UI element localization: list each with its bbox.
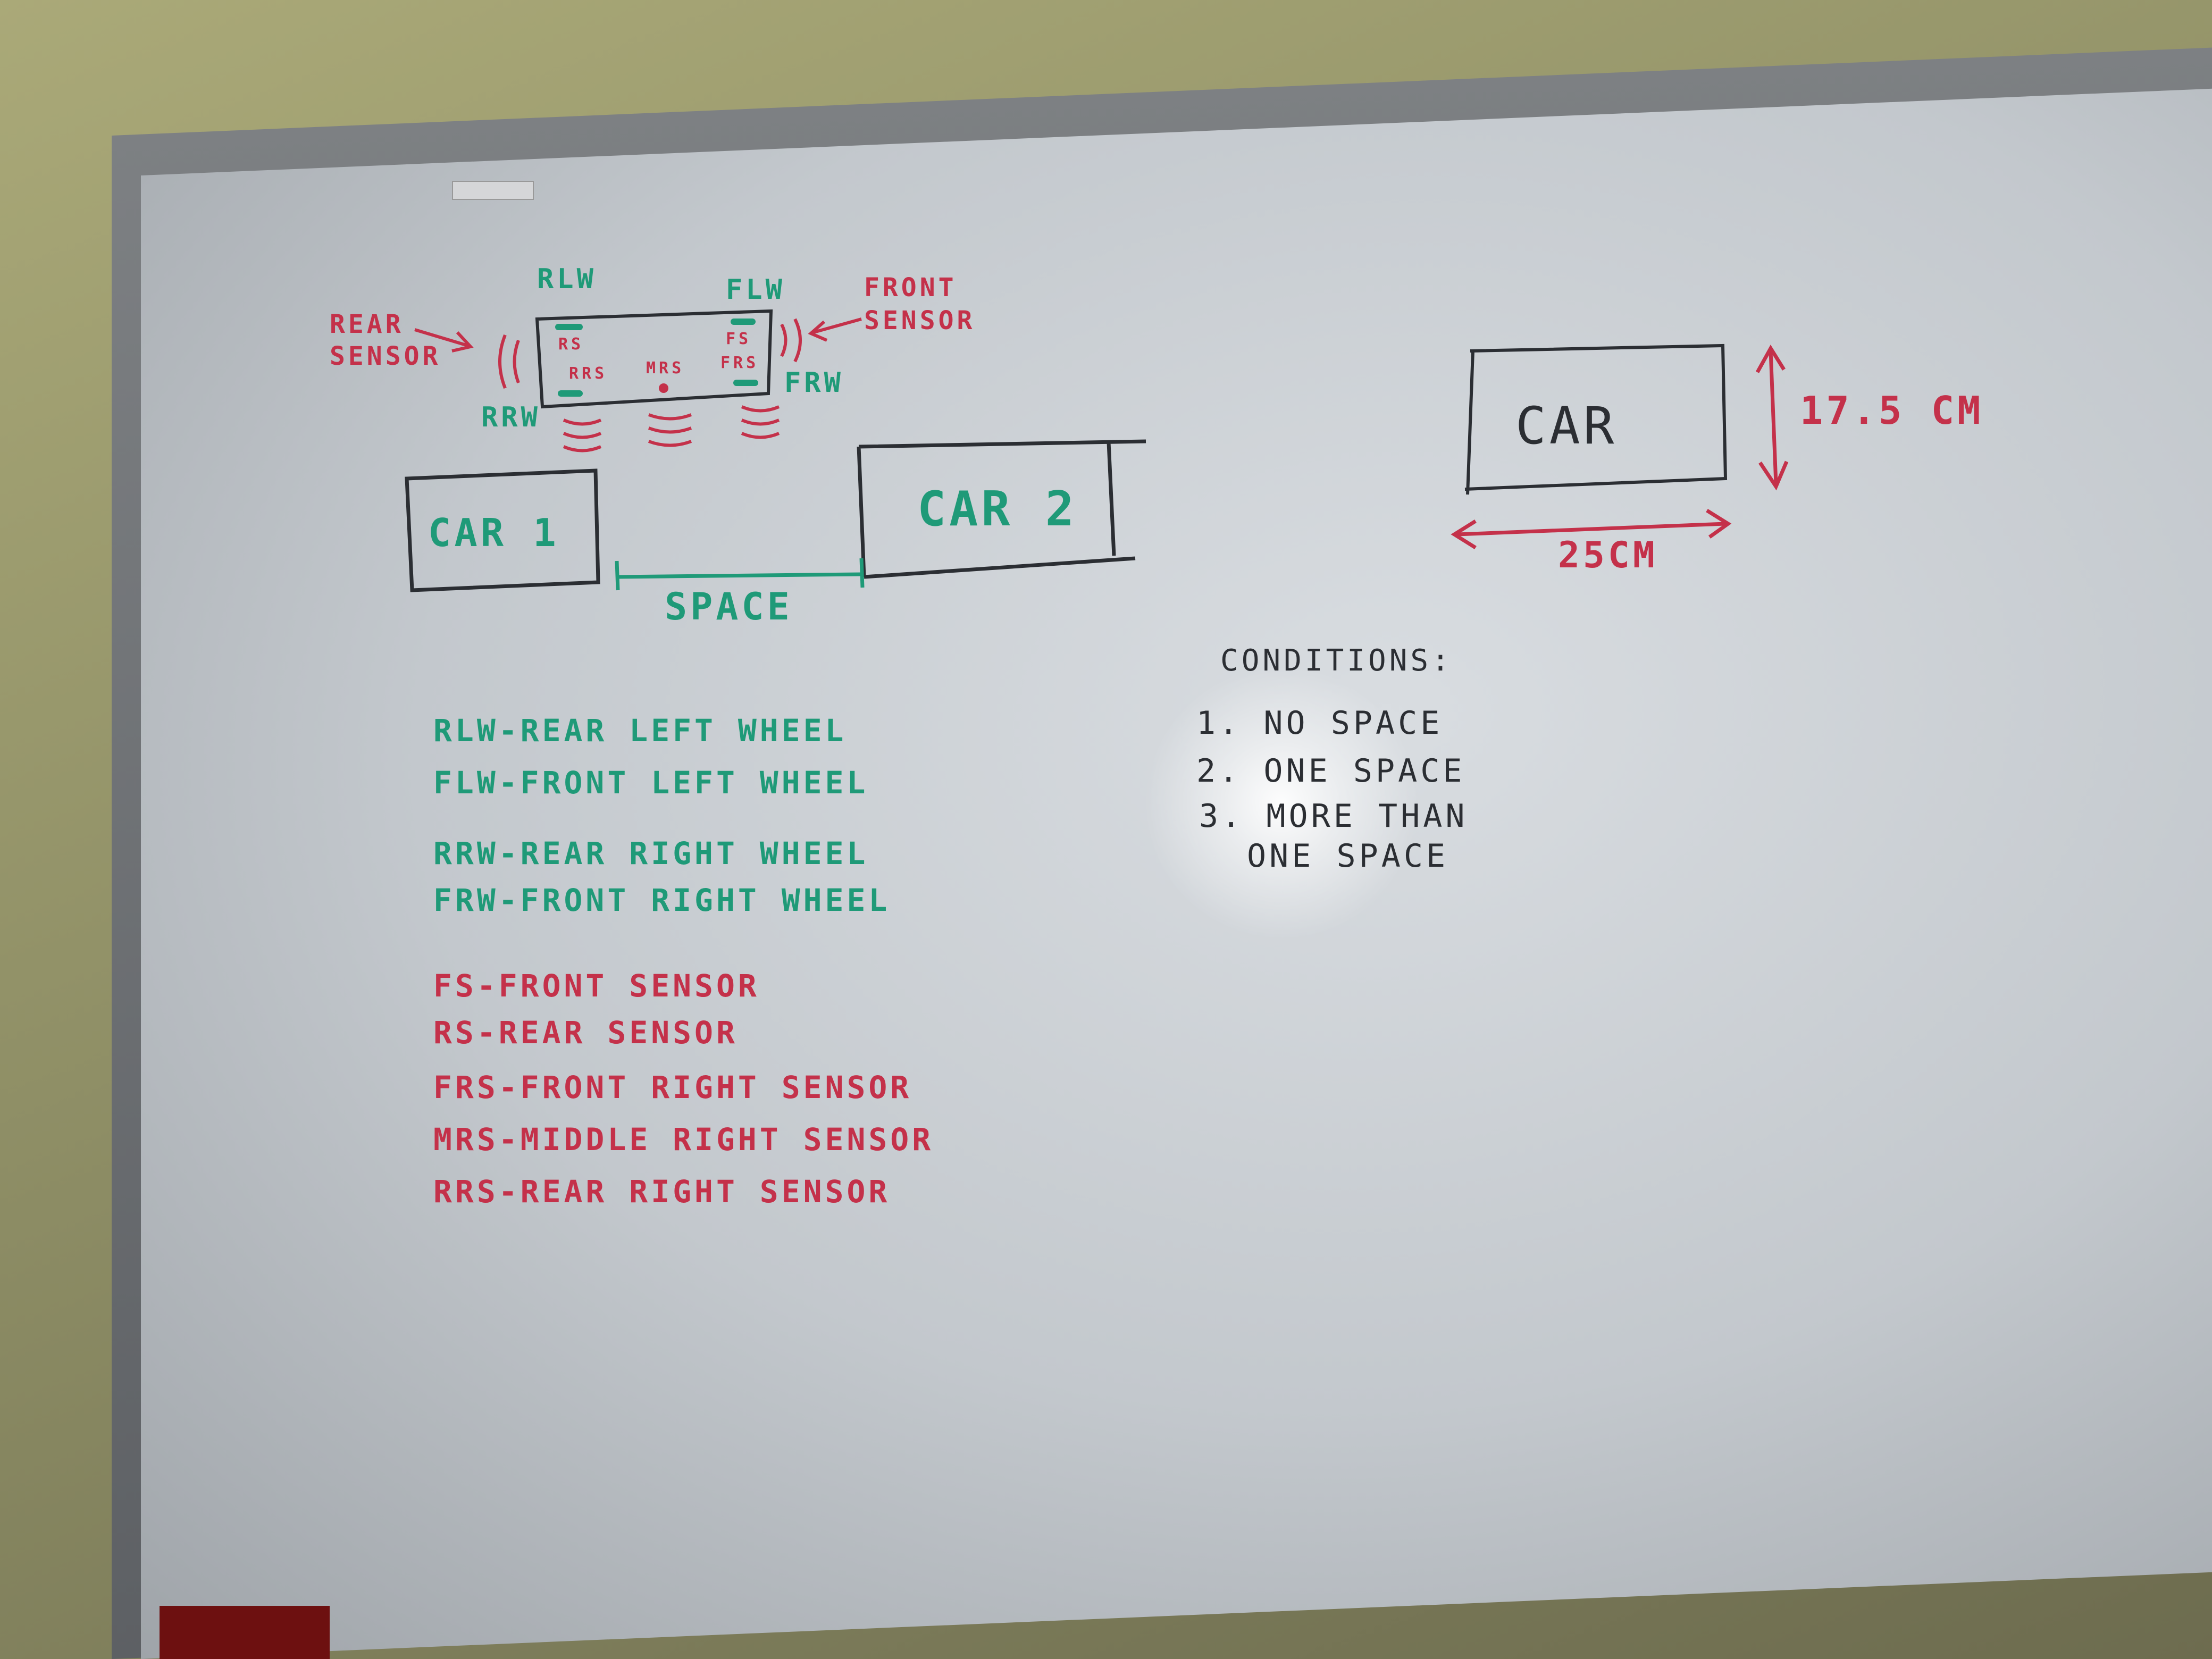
car2-box [857, 439, 1146, 579]
sensor-car-diagram [535, 309, 773, 409]
frame-clip [452, 181, 534, 200]
light-glare [1143, 665, 1420, 941]
front-sensor-label: FRONT SENSOR [864, 273, 976, 336]
sensor-car-body [535, 309, 773, 409]
condition-item: 1. NO SPACE [1196, 705, 1443, 742]
conditions-block: CONDITIONS: 1. NO SPACE 2. ONE SPACE 3. … [1196, 643, 1465, 875]
red-object [160, 1606, 330, 1659]
rrw-label: RRW [481, 401, 541, 433]
height-dimension-label: 17.5 CM [1800, 388, 1984, 433]
dimension-car-label: CAR [1515, 396, 1618, 456]
sensor-waves [498, 318, 802, 453]
space-label: SPACE [665, 585, 793, 629]
rear-sensor-label: REAR SENSOR [330, 309, 441, 371]
car1-box [405, 468, 600, 592]
rs-label: RS [558, 335, 584, 354]
rrs-label: RRS [569, 364, 608, 383]
frw-label: FRW [784, 367, 844, 399]
fs-label: FS [726, 330, 752, 348]
condition-item: 3. MORE THAN [1199, 798, 1468, 835]
legend-line: MRS-MIDDLE RIGHT SENSOR [433, 1121, 934, 1158]
legend-line: FRW-FRONT RIGHT WHEEL [433, 882, 891, 918]
car1-label: CAR 1 [428, 510, 559, 555]
frs-label: FRS [720, 354, 759, 372]
dimension-car-box [1464, 343, 1728, 495]
wheel-legend: RLW-REAR LEFT WHEEL FLW-FRONT LEFT WHEEL… [433, 713, 890, 918]
legend-line: RS-REAR SENSOR [433, 1015, 738, 1051]
condition-item: ONE SPACE [1247, 837, 1449, 875]
legend-line: RRW-REAR RIGHT WHEEL [433, 835, 869, 872]
car2-label: CAR 2 [917, 481, 1077, 537]
legend-line: RLW-REAR LEFT WHEEL [433, 713, 847, 749]
length-dimension-label: 25CM [1558, 534, 1658, 576]
legend-line: FS-FRONT SENSOR [433, 968, 760, 1004]
rlw-label: RLW [537, 263, 597, 295]
condition-item: 2. ONE SPACE [1196, 752, 1465, 790]
mrs-dot [659, 383, 668, 393]
legend-line: FRS-FRONT RIGHT SENSOR [433, 1069, 912, 1105]
legend-line: RRS-REAR RIGHT SENSOR [433, 1174, 891, 1210]
mrs-label: MRS [646, 359, 685, 378]
sensor-legend: FS-FRONT SENSOR RS-REAR SENSOR FRS-FRONT… [433, 968, 934, 1210]
legend-line: FLW-FRONT LEFT WHEEL [433, 765, 869, 801]
flw-label: FLW [726, 274, 785, 306]
conditions-title: CONDITIONS: [1220, 643, 1453, 678]
